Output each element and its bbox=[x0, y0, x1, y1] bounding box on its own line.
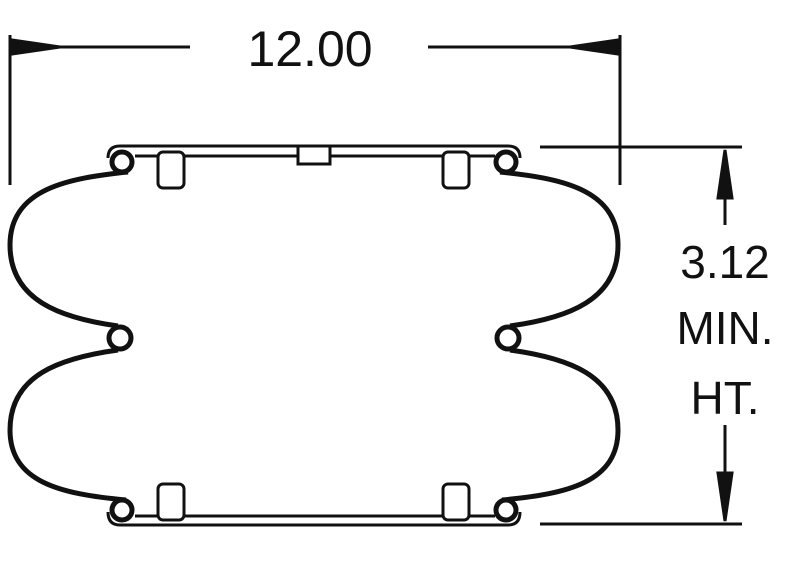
girdle-ring-left bbox=[106, 324, 134, 352]
stud-bottom-left bbox=[156, 482, 186, 522]
bead-top-right bbox=[493, 149, 519, 175]
stud-bottom-right bbox=[441, 482, 471, 522]
bead-bottom-right bbox=[493, 497, 519, 523]
height-dimension bbox=[540, 145, 742, 526]
bellows bbox=[7, 149, 621, 523]
bead-top-left bbox=[109, 149, 135, 175]
height-dimension-label: 3.12 bbox=[680, 236, 770, 288]
end-plates bbox=[106, 144, 522, 527]
air-fitting bbox=[296, 144, 332, 166]
girdle-ring-right bbox=[494, 324, 522, 352]
width-dimension bbox=[8, 35, 622, 185]
width-dimension-label: 12.00 bbox=[247, 21, 372, 77]
bellows-left-profile bbox=[7, 169, 129, 503]
height-note-min: MIN. bbox=[676, 302, 773, 354]
stud-top-left bbox=[156, 150, 186, 190]
bead-bottom-left bbox=[109, 497, 135, 523]
bottom-plate bbox=[106, 511, 522, 527]
height-note-ht: HT. bbox=[691, 372, 760, 424]
stud-top-right bbox=[441, 150, 471, 190]
bellows-right-profile bbox=[499, 169, 621, 503]
